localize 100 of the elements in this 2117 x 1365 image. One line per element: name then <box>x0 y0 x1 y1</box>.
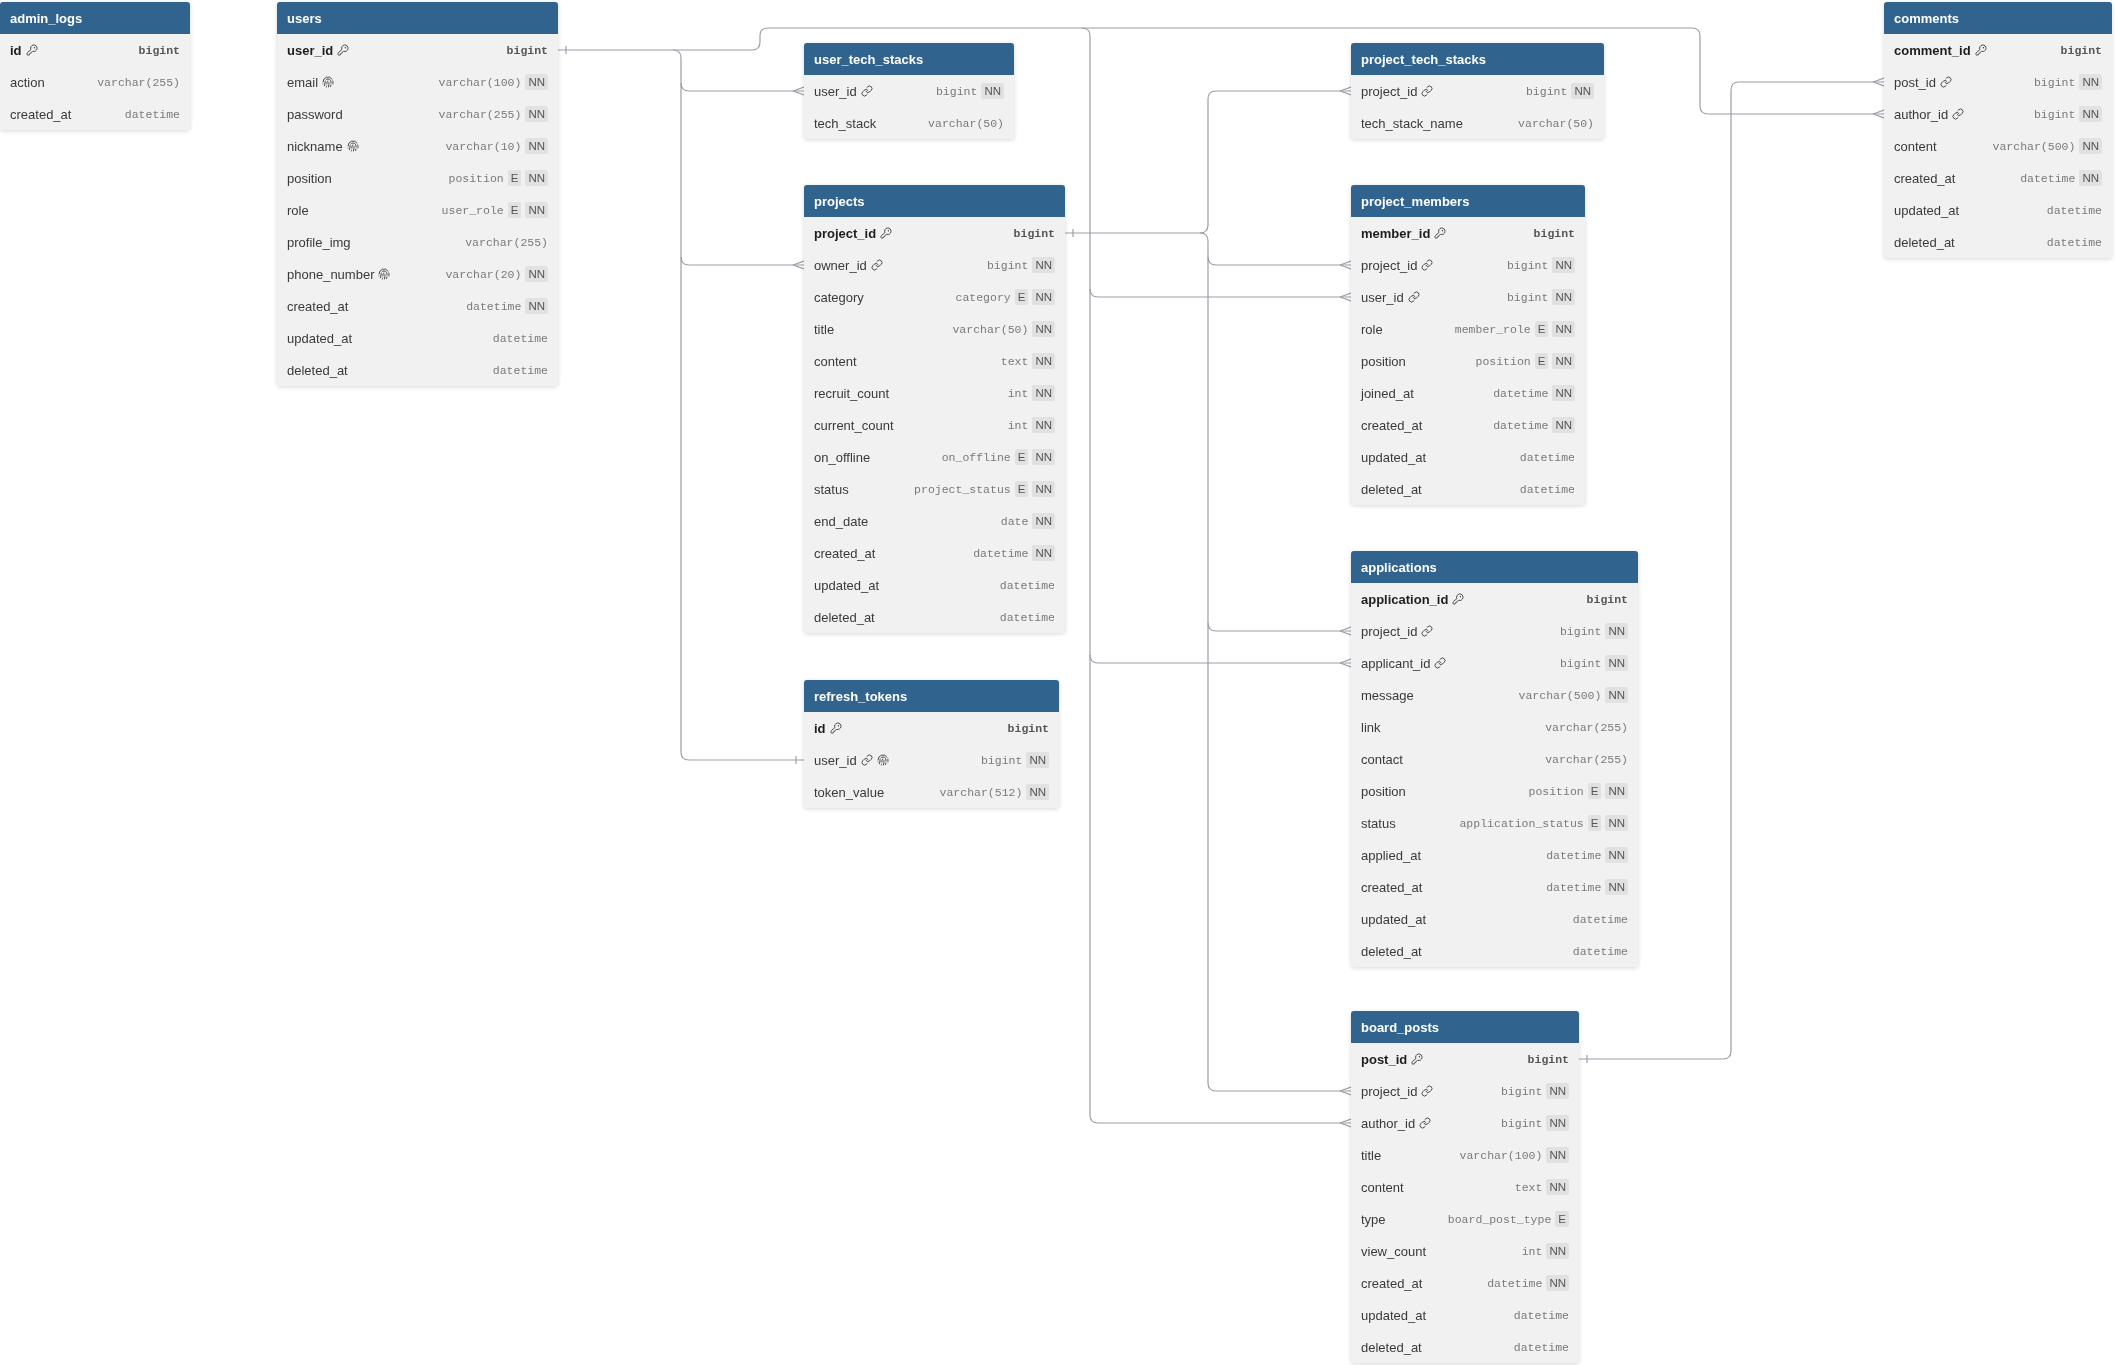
table-header: user_tech_stacks <box>804 43 1014 75</box>
data-type: bigint <box>1499 1084 1543 1098</box>
data-type: bigint <box>1558 656 1602 670</box>
column-name: updated_at <box>1361 911 1427 927</box>
data-type: datetime <box>1512 1340 1569 1354</box>
column-name: deleted_at <box>814 609 875 625</box>
column-name: position <box>1361 783 1406 799</box>
data-type: datetime <box>1492 386 1549 400</box>
constraint-badge: NN <box>1552 353 1575 369</box>
data-type: datetime <box>972 546 1029 560</box>
constraint-badge: NN <box>1032 321 1055 337</box>
relationship-line <box>1207 630 1352 1096</box>
column-row <box>1351 217 1585 249</box>
data-type: position <box>447 171 504 185</box>
column-name: phone_number <box>287 266 375 282</box>
relationship-line <box>1199 232 1209 266</box>
data-type: bigint <box>1585 592 1628 606</box>
column-name: project_id <box>1361 83 1418 99</box>
column-name: updated_at <box>814 577 880 593</box>
column-name: created_at <box>1894 170 1956 186</box>
data-type: date <box>999 514 1029 528</box>
constraint-badge: E <box>1014 449 1029 465</box>
constraint-badge: NN <box>1032 257 1055 273</box>
constraint-badge: NN <box>1605 815 1628 831</box>
data-type: datetime <box>465 299 522 313</box>
column-row <box>804 712 1059 744</box>
data-type: varchar(100) <box>437 75 522 89</box>
column-name: created_at <box>10 106 72 122</box>
column-name: id <box>814 720 826 736</box>
column-name: author_id <box>1361 1115 1416 1131</box>
column-row <box>1351 1043 1579 1075</box>
constraint-badge: NN <box>2079 170 2102 186</box>
column-name: view_count <box>1361 1243 1427 1259</box>
constraint-badge: NN <box>1546 1083 1569 1099</box>
relationship-line <box>680 264 805 765</box>
data-type: text <box>999 354 1029 368</box>
column-name: joined_at <box>1361 385 1414 401</box>
column-name: updated_at <box>287 330 353 346</box>
column-name: status <box>1361 815 1396 831</box>
data-type: bigint <box>137 43 180 57</box>
constraint-badge: NN <box>525 138 548 154</box>
data-type: varchar(500) <box>1517 688 1602 702</box>
relationship-line <box>1207 256 1352 270</box>
column-name: user_id <box>287 42 334 58</box>
data-type: bigint <box>1532 226 1575 240</box>
data-type: bigint <box>2032 107 2076 121</box>
column-name: application_id <box>1361 591 1449 607</box>
relationship-line <box>672 49 682 92</box>
table-header: project_members <box>1351 185 1585 217</box>
data-type: bigint <box>1524 84 1568 98</box>
constraint-badge: NN <box>525 202 548 218</box>
constraint-badge: NN <box>1032 481 1055 497</box>
column-name: content <box>814 353 857 369</box>
column-name: on_offline <box>814 449 871 465</box>
relationship-line <box>680 27 1091 51</box>
constraint-badge: NN <box>1032 545 1055 561</box>
table-card <box>1351 551 1638 967</box>
constraint-badge: NN <box>1605 783 1628 799</box>
constraint-badge: E <box>1534 321 1549 337</box>
relationship-line <box>1207 264 1209 632</box>
table-header: users <box>277 2 558 34</box>
table-header: refresh_tokens <box>804 680 1059 712</box>
constraint-badge: E <box>1587 815 1602 831</box>
column-name: deleted_at <box>1894 234 1955 250</box>
constraint-badge: NN <box>1032 289 1055 305</box>
constraint-badge: NN <box>1032 385 1055 401</box>
column-name: type <box>1361 1211 1386 1227</box>
table-header: comments <box>1884 2 2112 34</box>
column-name: created_at <box>287 298 349 314</box>
relationship-line <box>1207 622 1352 636</box>
column-name: project_id <box>1361 257 1418 273</box>
data-type: varchar(255) <box>437 107 522 121</box>
data-type: varchar(255) <box>1544 752 1628 766</box>
constraint-badge: NN <box>1546 1275 1569 1291</box>
data-type: varchar(20) <box>444 267 522 281</box>
data-type: datetime <box>2045 235 2102 249</box>
constraint-badge: NN <box>1605 623 1628 639</box>
constraint-badge: NN <box>1546 1179 1569 1195</box>
column-name: position <box>287 170 332 186</box>
column-name: end_date <box>814 513 869 529</box>
column-name: role <box>287 202 309 218</box>
constraint-badge: NN <box>1605 687 1628 703</box>
column-row <box>804 776 1059 808</box>
relationship-line <box>1089 654 1352 668</box>
constraint-badge: NN <box>1552 417 1575 433</box>
column-name: owner_id <box>814 257 867 273</box>
data-type: bigint <box>1499 1116 1543 1130</box>
constraint-badge: NN <box>2079 74 2102 90</box>
data-type: bigint <box>979 753 1023 767</box>
data-type: member_role <box>1453 322 1531 336</box>
column-name: title <box>814 321 835 337</box>
data-type: bigint <box>2059 43 2102 57</box>
constraint-badge: E <box>1587 783 1602 799</box>
data-type: datetime <box>2045 203 2102 217</box>
relationship-line <box>1089 288 1352 302</box>
constraint-badge: NN <box>1032 417 1055 433</box>
data-type: bigint <box>2032 75 2076 89</box>
column-row <box>1884 34 2112 66</box>
data-type: text <box>1513 1180 1543 1194</box>
column-name: password <box>287 106 343 122</box>
